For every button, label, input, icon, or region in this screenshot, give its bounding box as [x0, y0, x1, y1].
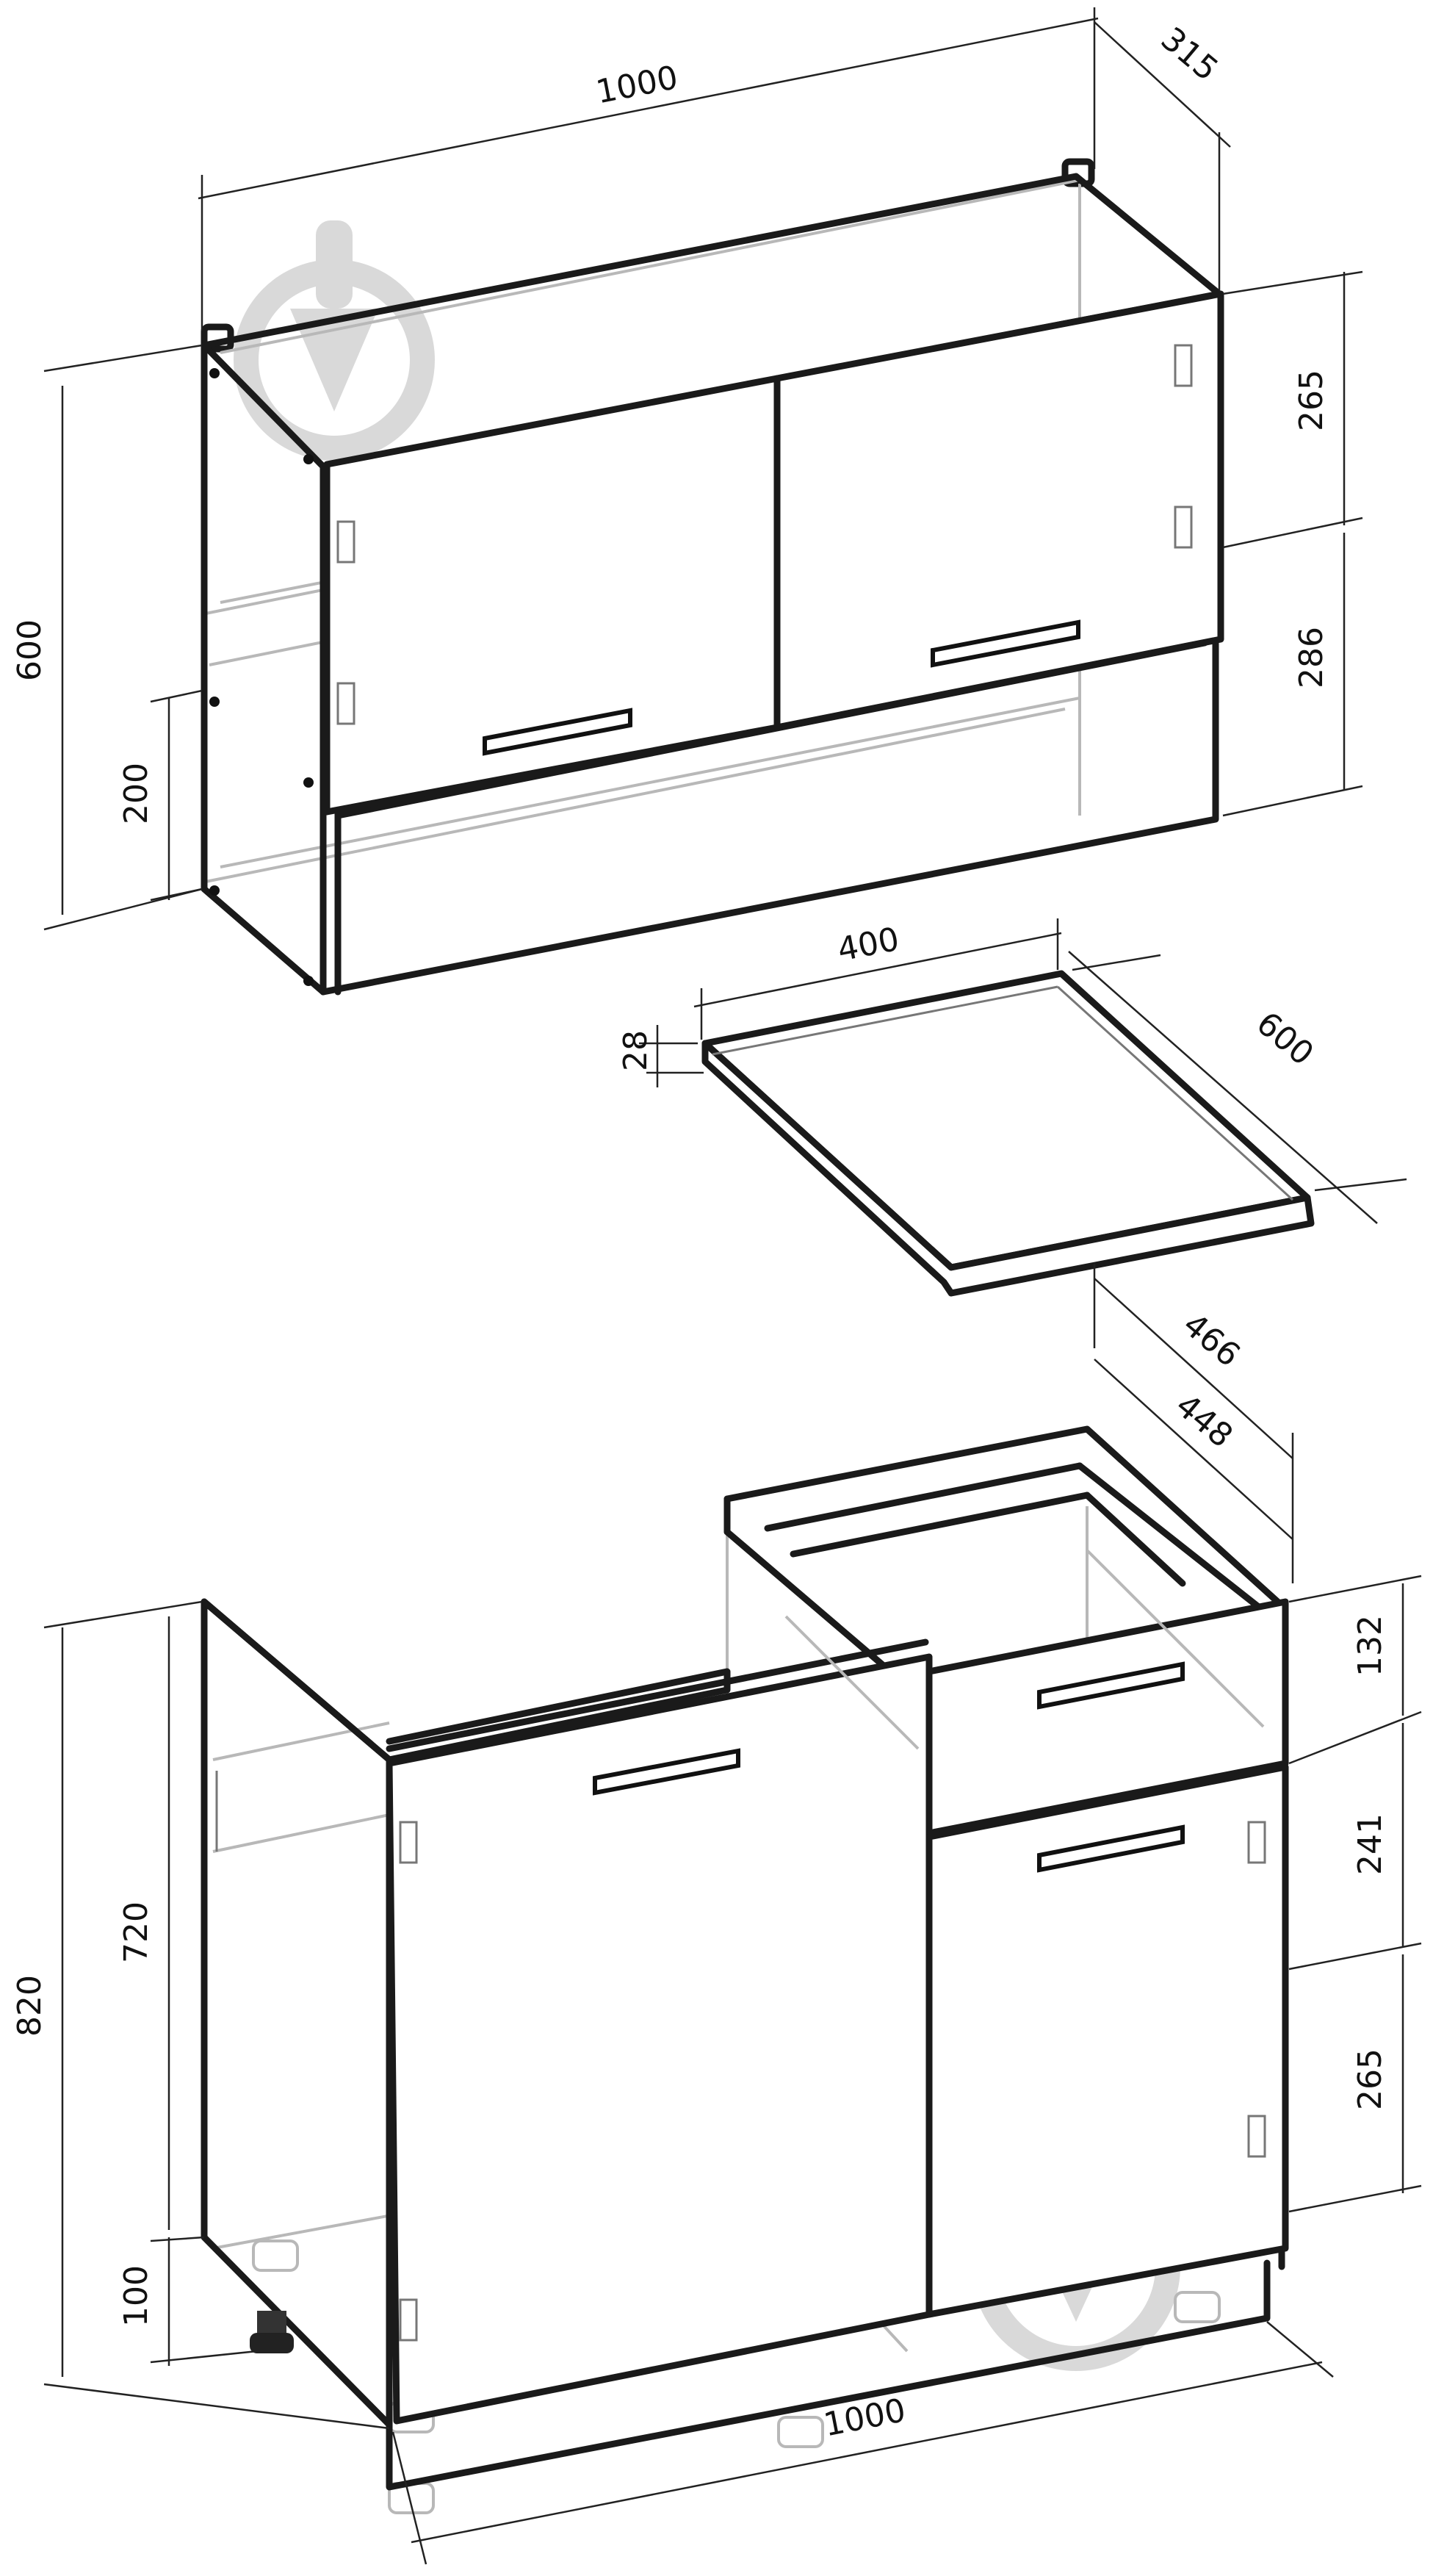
- wall-cabinet-door-left: [323, 375, 781, 816]
- dim-worktop-width: 400: [834, 921, 902, 969]
- base-door-left-handle: [593, 1748, 740, 1796]
- base-cabinet-dimensions: 466 448 132 241 265 820 720 100: [11, 1264, 1422, 2565]
- base-door-right-handle: [1037, 1824, 1185, 1873]
- wall-cabinet-left-side: [201, 342, 327, 996]
- dim-upper-door-section: 241: [1351, 1813, 1389, 1875]
- dim-wall-lower-height: 286: [1293, 627, 1330, 688]
- dim-base-outer-depth: 466: [1176, 1306, 1247, 1374]
- dim-base-total-height: 820: [11, 1975, 48, 2037]
- wall-cabinet-door-right: [773, 290, 1224, 731]
- front-leg-icon: [250, 2311, 294, 2353]
- dim-plinth-height: 100: [118, 2265, 155, 2327]
- worktop-front-edge: [701, 1040, 1315, 1297]
- dim-drawer-height: 132: [1351, 1615, 1389, 1677]
- base-cabinet-door-right: [925, 1763, 1289, 2318]
- drawer-handle: [1037, 1661, 1185, 1710]
- wall-cabinet-bottom: [320, 628, 1219, 996]
- dim-base-body-height: 720: [118, 1902, 155, 1963]
- base-cabinet-left-side: [201, 1598, 393, 2428]
- dim-wall-depth: 315: [1154, 20, 1225, 88]
- dim-wall-height: 600: [11, 619, 48, 681]
- dim-worktop-thickness: 28: [617, 1030, 654, 1071]
- dim-wall-width: 1000: [593, 59, 681, 111]
- dim-open-shelf-height: 200: [118, 763, 155, 824]
- base-cabinet: [201, 1425, 1289, 2514]
- base-cabinet-plinth: [386, 2259, 1271, 2491]
- wall-cabinet: [201, 158, 1224, 996]
- wall-door-right-handle: [931, 619, 1080, 668]
- worktop: [701, 970, 1315, 1297]
- dim-base-inner-depth: 448: [1169, 1386, 1240, 1455]
- dim-lower-door-section: 265: [1351, 2048, 1389, 2110]
- dim-wall-door-height: 265: [1293, 370, 1330, 431]
- dim-worktop-depth: 600: [1249, 1004, 1321, 1073]
- wall-door-left-handle: [483, 708, 632, 756]
